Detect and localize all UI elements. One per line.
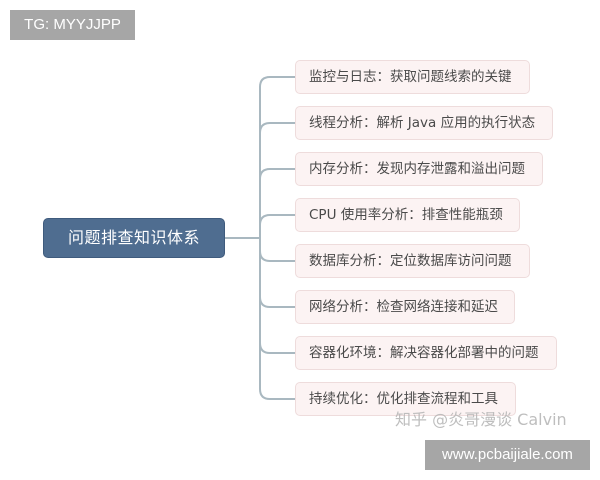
branch-node-network-analysis[interactable]: 网络分析：检查网络连接和延迟	[295, 290, 515, 324]
branch-connector	[259, 296, 295, 308]
branch-connector	[259, 122, 295, 134]
branch-node-cpu-analysis[interactable]: CPU 使用率分析：排查性能瓶颈	[295, 198, 520, 232]
site-url-label: www.pcbaijiale.com	[425, 440, 590, 470]
branch-node-continuous-optimization[interactable]: 持续优化：优化排查流程和工具	[295, 382, 516, 416]
tg-tag-label: TG: MYYJJPP	[10, 10, 135, 40]
branch-connector	[259, 168, 295, 180]
branch-node-thread-analysis[interactable]: 线程分析：解析 Java 应用的执行状态	[295, 106, 553, 140]
root-node[interactable]: 问题排查知识体系	[43, 218, 225, 258]
branch-node-database-analysis[interactable]: 数据库分析：定位数据库访问问题	[295, 244, 530, 278]
branch-node-monitoring-logs[interactable]: 监控与日志：获取问题线索的关键	[295, 60, 530, 94]
spine-connector	[259, 76, 295, 400]
branch-node-container-env[interactable]: 容器化环境：解决容器化部署中的问题	[295, 336, 557, 370]
branch-connector	[259, 250, 295, 262]
branch-node-memory-analysis[interactable]: 内存分析：发现内存泄露和溢出问题	[295, 152, 543, 186]
branch-connector	[259, 214, 295, 226]
zhihu-watermark: 知乎 @炎哥漫谈 Calvin	[395, 410, 567, 429]
branch-connector	[259, 342, 295, 354]
